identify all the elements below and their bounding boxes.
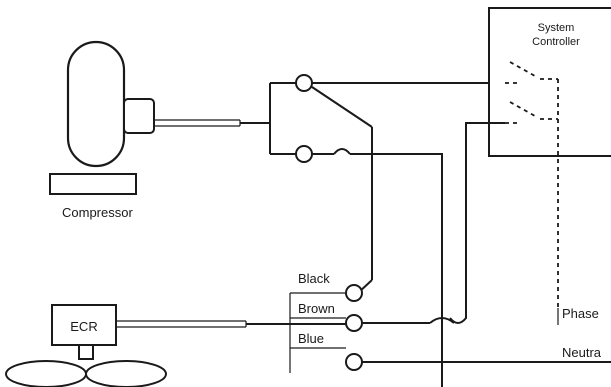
blue-label: Blue bbox=[298, 331, 324, 346]
phase-label: Phase bbox=[562, 306, 599, 321]
terminal-blue bbox=[345, 353, 363, 371]
compressor-base bbox=[49, 173, 137, 195]
fan-blade-left bbox=[5, 360, 87, 387]
compressor-body bbox=[66, 40, 126, 168]
wire-t2-blue bbox=[312, 148, 443, 387]
wire-brown bbox=[362, 317, 455, 324]
compressor-terminal-box bbox=[123, 98, 155, 134]
controller-relay-contacts bbox=[505, 61, 559, 308]
terminal-brown bbox=[345, 314, 363, 332]
controller-title-line1: System bbox=[538, 22, 575, 34]
fan-blade-right bbox=[85, 360, 167, 387]
ecr-label: ECR bbox=[70, 319, 97, 334]
ecr-motor bbox=[5, 304, 346, 387]
compressor-bus bbox=[240, 82, 296, 155]
terminal-top-1 bbox=[295, 74, 313, 92]
terminal-top-2 bbox=[295, 145, 313, 163]
wire-controller-brown bbox=[449, 122, 505, 324]
brown-label: Brown bbox=[298, 301, 335, 316]
wire-t1-black bbox=[311, 86, 373, 294]
terminal-bracket bbox=[289, 292, 346, 373]
neutral-label: Neutra bbox=[562, 345, 602, 360]
compressor-label: Compressor bbox=[62, 205, 133, 220]
compressor bbox=[49, 40, 241, 195]
ecr-box bbox=[51, 304, 117, 346]
controller-title-line2: Controller bbox=[532, 36, 580, 48]
system-controller bbox=[488, 7, 611, 157]
black-label: Black bbox=[298, 271, 330, 286]
terminal-black bbox=[345, 284, 363, 302]
fan-hub bbox=[78, 344, 94, 360]
